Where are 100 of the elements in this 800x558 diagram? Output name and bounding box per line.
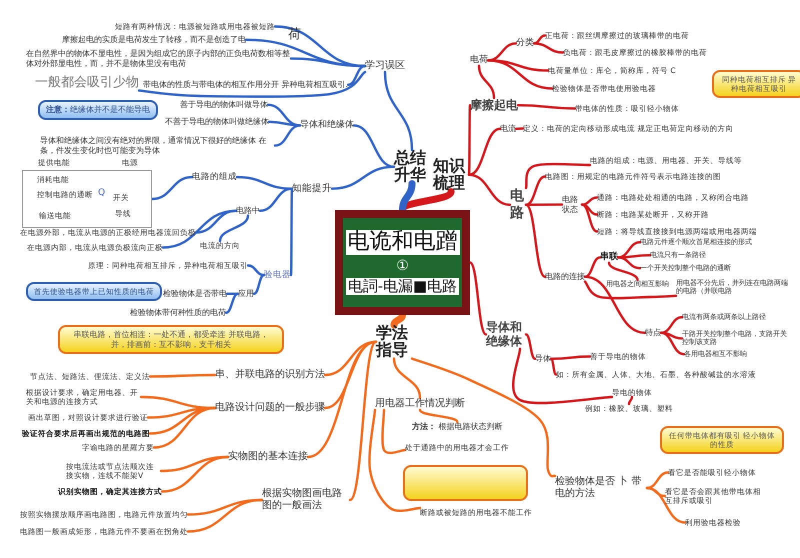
branch-text: 串联: [600, 252, 618, 263]
branch-line: [274, 124, 302, 147]
branch-line: [392, 357, 422, 400]
branch-line: [616, 256, 642, 270]
branch-line: [160, 456, 230, 493]
topic-label: 电路中: [236, 206, 260, 216]
callout-bubble: [403, 465, 528, 501]
title-text: 电诡和电蹭: [346, 230, 460, 255]
label-text: Q: [98, 188, 106, 199]
branch-line: [478, 64, 496, 100]
branch-line: [468, 261, 488, 336]
branch-line: [524, 175, 546, 206]
branch-line: [514, 127, 524, 130]
callout-bubble: 注意：绝缘体并不是不能导电: [38, 100, 158, 120]
topic-label: 电路状态: [562, 195, 582, 214]
topic-label: 知能提升: [292, 183, 332, 194]
topic-label: 导体和绝缘体: [486, 320, 526, 349]
branch-line: [368, 408, 422, 512]
title-board: [335, 210, 470, 315]
branch-line: [218, 214, 250, 242]
branch-line: [148, 374, 216, 378]
callout-bubble: 串联电路，首位相连：一处不通，都受牵连 并联电路，并，排画前：互不影响，支干相关: [58, 325, 284, 354]
branch-line: [584, 256, 602, 278]
topic-label: 用电器工作情况判断: [375, 398, 465, 410]
topic-label: 电路的连接: [545, 272, 585, 282]
branch-line: [516, 104, 576, 110]
branch-text: 检验物体带何种性质的电荷: [130, 308, 226, 318]
branch-line: [486, 59, 550, 72]
branch-line: [512, 348, 614, 404]
branch-line: [152, 406, 216, 449]
topic-label: 电荷: [470, 55, 488, 66]
topic-label: 分类: [516, 38, 534, 49]
branch-text: 带电体的性质与带电体的相互作用分开 异种电荷相互吸引.: [143, 80, 348, 90]
main-topic-label: 总结升华: [394, 150, 430, 184]
topic-label: 特点: [645, 328, 661, 338]
branch-line: [346, 64, 366, 86]
branch-line: [246, 264, 266, 276]
branch-line: [468, 104, 472, 176]
topic-label: 验电器: [264, 270, 291, 280]
branch-line: [532, 42, 564, 54]
branch-line: [646, 471, 670, 490]
main-topic-label: 知识梳理: [433, 158, 469, 192]
topic-label: 串、并联电路的识别方法: [215, 369, 325, 381]
branch-line: [532, 34, 546, 45]
topic-label: 应用: [238, 289, 254, 299]
branch-line: [138, 70, 366, 98]
branch-line: [268, 120, 302, 127]
branch-line: [348, 340, 378, 502]
main-topic-label: 学法指导: [376, 325, 412, 359]
branch-line: [524, 204, 546, 278]
branch-line: [628, 396, 634, 406]
topic-label: 导体: [535, 354, 551, 364]
branch-text: 导体和绝缘体之间没有绝对的界限，通常情况下很好的绝缘体 在条，件发生变化时也可能变为导体: [40, 136, 275, 156]
branch-line: [660, 332, 686, 356]
branch-line: [584, 276, 646, 334]
branch-line: [486, 59, 554, 90]
branch-line: [580, 196, 598, 206]
branch-text: 善于导电的物体叫做导体: [180, 100, 268, 110]
topic-label: 电路设计问题的一般步骤: [215, 402, 325, 414]
branch-line: [252, 274, 266, 295]
topic-label: 实物图的基本连接: [228, 451, 308, 463]
branch-line: [580, 203, 598, 216]
branch-line: [418, 408, 458, 424]
topic-label: 学习误区: [365, 60, 405, 72]
branch-line: [381, 408, 406, 454]
branch-text: 检验物体是否带电: [163, 289, 227, 299]
branch-line: [616, 254, 652, 259]
branch-line: [330, 166, 396, 190]
branch-line: [584, 280, 678, 300]
branch-text: 在自然界中的物体不显电性，是因为组成它的原子内部的正负电荷数相等整体对外部显电性，而，并不是物体里没有电荷: [26, 49, 291, 68]
branch-line: [608, 262, 639, 282]
branch-line: [646, 486, 686, 524]
branch-line: [244, 38, 366, 68]
branch-text: 摩擦起电的实质是电荷发生了转移，而不是创造了电: [62, 35, 246, 45]
branch-text: 方法： 根据电路状态判断: [412, 422, 503, 432]
branch-line: [468, 174, 512, 206]
branch-line: [580, 203, 598, 233]
branch-line: [258, 188, 294, 212]
branch-text: 不善于导电的物体叫做绝缘体: [165, 117, 269, 127]
topic-label: 电路: [510, 188, 526, 222]
branch-line: [550, 355, 592, 360]
branch-line: [306, 340, 378, 458]
topic-label: 根据实物图画电路图的一般画法: [262, 488, 350, 512]
topic-label: 导体和绝缘体: [300, 120, 354, 131]
branch-line: [660, 332, 684, 340]
branch-line: [162, 210, 238, 249]
branch-line: [524, 333, 536, 360]
topic-label: 电流: [500, 124, 516, 134]
branch-text: 一般都会吸引少物: [35, 75, 139, 91]
branch-line: [226, 292, 240, 295]
branch-line: [274, 25, 366, 68]
topic-label: 摩擦起电: [470, 98, 518, 112]
branch-line: [324, 340, 378, 410]
branch-line: [384, 70, 414, 152]
branch-line: [524, 203, 564, 206]
branch-line: [150, 176, 194, 200]
branch-line: [224, 292, 240, 314]
label-text: 荷: [288, 27, 301, 43]
number-text: ①: [396, 258, 409, 274]
topic-label: 电路的组成: [192, 172, 237, 182]
